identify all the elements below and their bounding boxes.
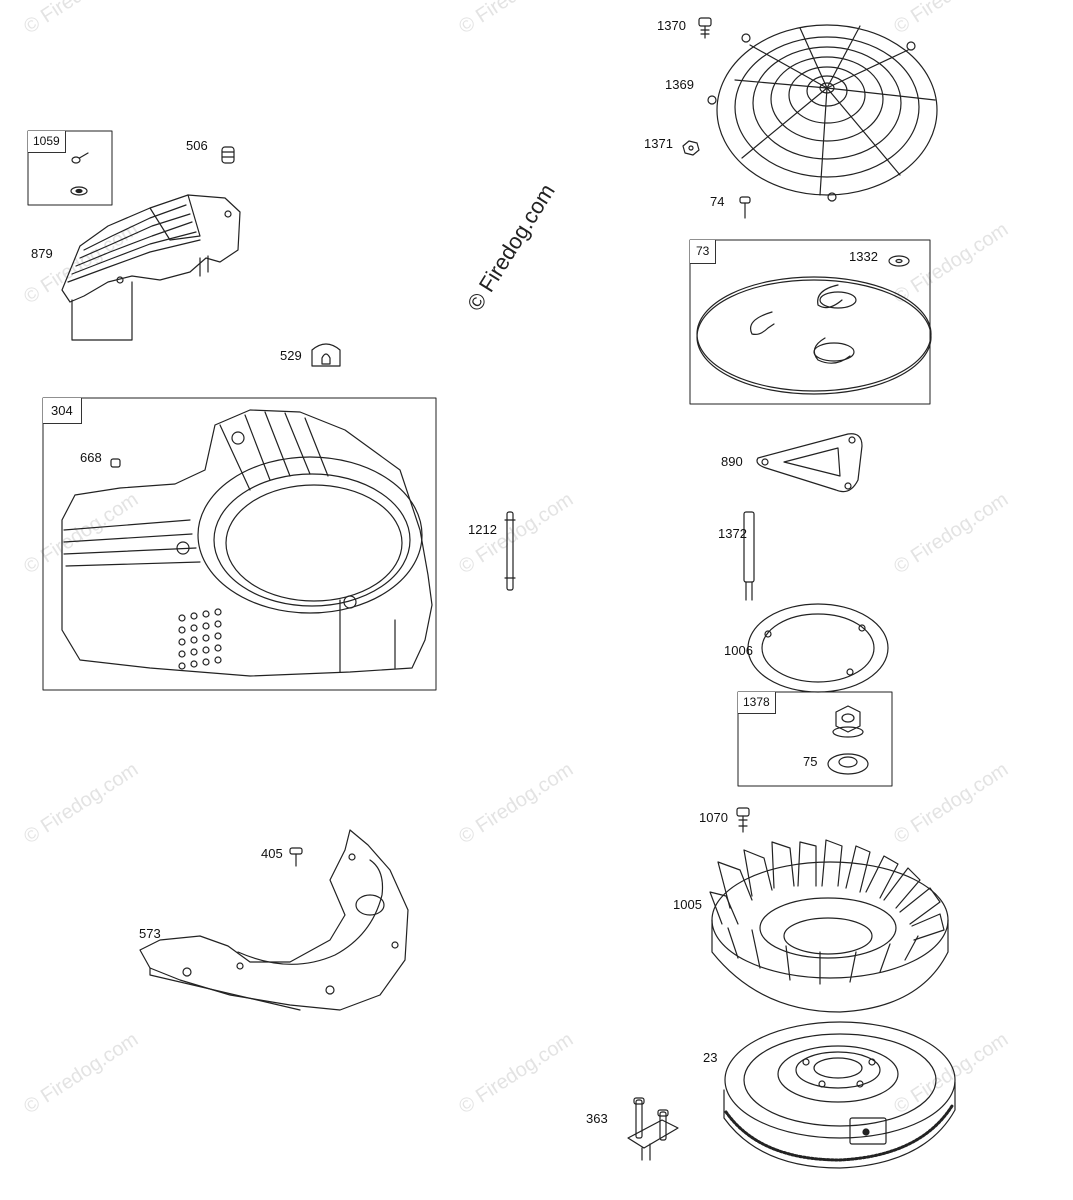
part-label-23: 23	[703, 1050, 718, 1065]
spacer-1372	[743, 511, 755, 601]
kit-box-1378	[737, 691, 893, 787]
part-label-1369: 1369	[665, 77, 694, 92]
screw-1070	[736, 807, 750, 833]
box-label-304: 304	[43, 398, 82, 424]
bolt-74	[739, 196, 751, 219]
vent-grid	[178, 608, 222, 670]
screw-405	[289, 847, 303, 867]
bracket-890	[756, 433, 863, 493]
plug-506	[221, 146, 235, 164]
flywheel-23	[723, 1021, 956, 1169]
part-label-405: 405	[261, 846, 283, 861]
nut-1378	[832, 705, 864, 738]
part-label-1371: 1371	[644, 136, 673, 151]
box-label-1059: 1059	[28, 131, 66, 153]
part-label-573: 573	[139, 926, 161, 941]
part-label-1005: 1005	[673, 897, 702, 912]
fan-1005	[709, 839, 949, 1013]
bolt-1370	[698, 17, 712, 39]
gasket-1006	[747, 603, 889, 693]
washer-75	[827, 753, 869, 775]
stud-1212	[504, 511, 516, 591]
part-label-1006: 1006	[724, 643, 753, 658]
part-label-506: 506	[186, 138, 208, 153]
cylinder-shield-879	[61, 194, 241, 341]
screen-73	[696, 276, 932, 395]
part-label-890: 890	[721, 454, 743, 469]
air-guide-573	[139, 829, 409, 1011]
part-label-1070: 1070	[699, 810, 728, 825]
part-label-1370: 1370	[657, 18, 686, 33]
kit-box-73	[689, 239, 931, 405]
grommet-529	[311, 343, 341, 367]
part-label-879: 879	[31, 246, 53, 261]
blower-housing-304	[61, 409, 433, 677]
part-label-1212: 1212	[468, 522, 497, 537]
small-part-668	[110, 458, 121, 468]
washer-1332	[888, 255, 910, 267]
box-label-73: 73	[690, 240, 717, 264]
part-label-363: 363	[586, 1111, 608, 1126]
bracket-363	[627, 1097, 679, 1161]
part-label-1332: 1332	[849, 249, 878, 264]
box-label-1378: 1378	[738, 692, 776, 714]
fan-guard-1369	[707, 24, 938, 202]
kit-box-304	[42, 397, 437, 691]
screw-washer-1059	[70, 152, 89, 196]
part-label-668: 668	[80, 450, 102, 465]
kit-box-1059	[27, 130, 113, 206]
part-label-1372: 1372	[718, 526, 747, 541]
part-label-75: 75	[803, 754, 818, 769]
part-label-74: 74	[710, 194, 725, 209]
nut-1371	[682, 140, 700, 156]
part-label-529: 529	[280, 348, 302, 363]
